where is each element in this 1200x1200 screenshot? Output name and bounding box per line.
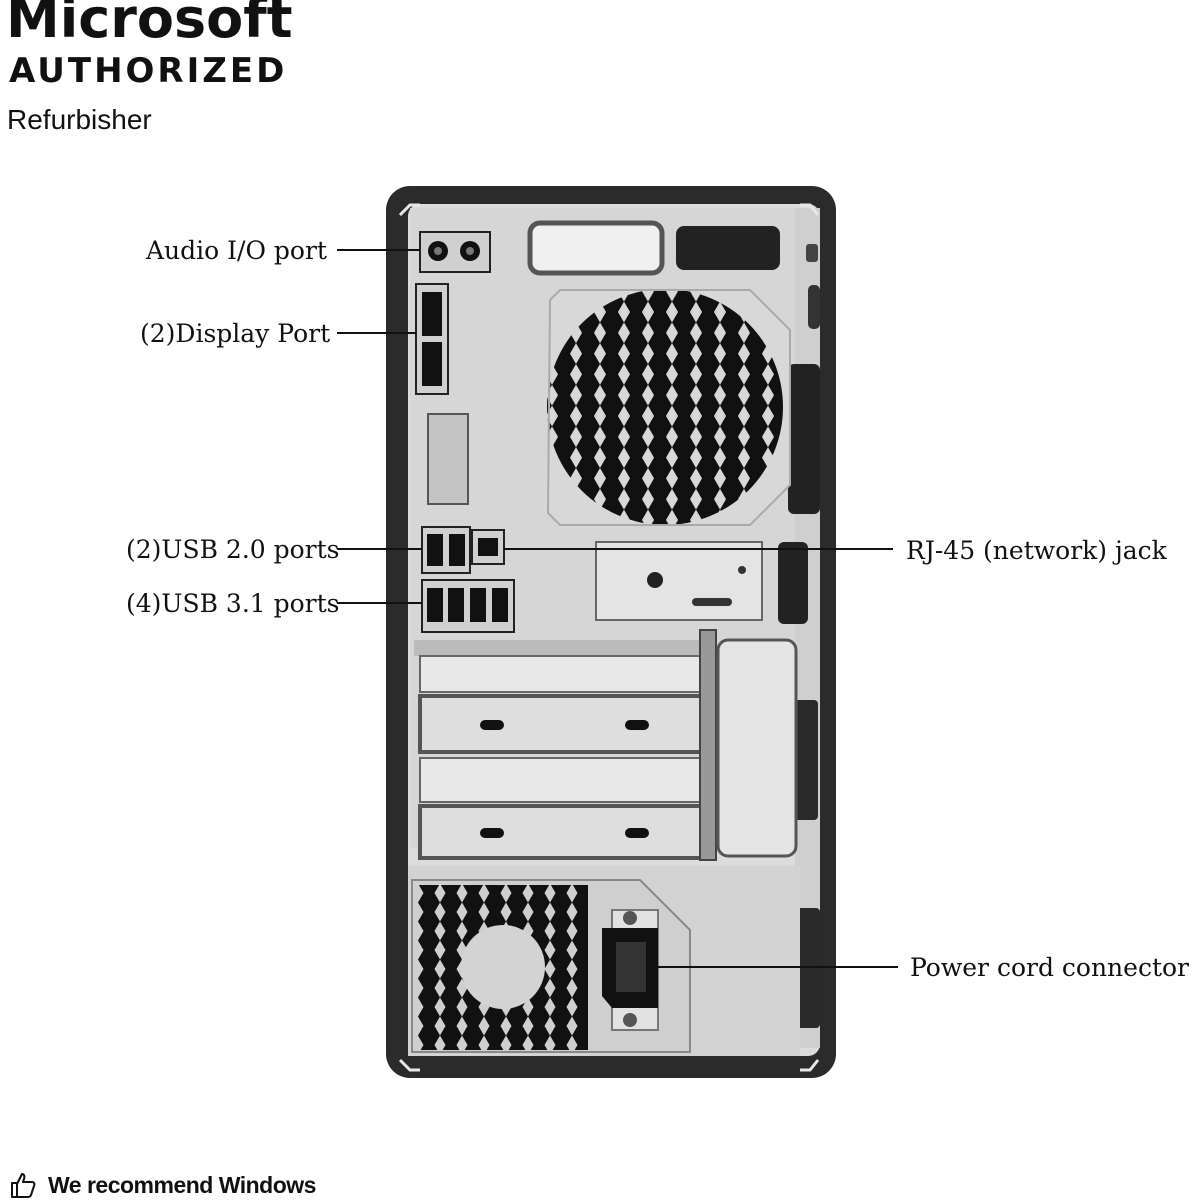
- usb3-ports-icon: [421, 579, 515, 633]
- usb2-ports-icon: [421, 526, 471, 574]
- callout-power-cord-connector: Power cord connector: [910, 953, 1190, 982]
- callout-usb2-ports: (2)USB 2.0 ports: [126, 535, 340, 564]
- display-ports-icon: [415, 283, 449, 395]
- callout-rj45-jack: RJ-45 (network) jack: [906, 536, 1167, 565]
- small-cover: [427, 413, 469, 505]
- callout-usb3-ports: (4)USB 3.1 ports: [126, 589, 340, 618]
- logo-microsoft: Microsoft: [6, 0, 293, 50]
- logo-refurbisher: Refurbisher: [7, 104, 152, 135]
- logo-authorized: AUTHORIZED: [9, 51, 288, 91]
- top-slots: [527, 220, 780, 276]
- psu-fan-grille-icon: [418, 885, 588, 1050]
- callout-display-port: (2)Display Port: [140, 319, 331, 348]
- corner-accents: [398, 203, 820, 1072]
- main-fan-grille-icon: [546, 289, 791, 526]
- footer-text: We recommend Windows: [48, 1171, 316, 1198]
- leader-lines: [337, 249, 898, 968]
- power-connector-icon: [602, 909, 659, 1031]
- rj45-port-icon: [471, 529, 505, 565]
- expansion-slots: [414, 629, 798, 861]
- audio-ports-icon: [419, 231, 491, 273]
- footer-recommendation: We recommend Windows: [8, 1170, 316, 1200]
- blank-plate: [595, 541, 763, 621]
- callout-audio-io-port: Audio I/O port: [146, 236, 327, 265]
- thumbs-up-icon: [11, 1173, 36, 1198]
